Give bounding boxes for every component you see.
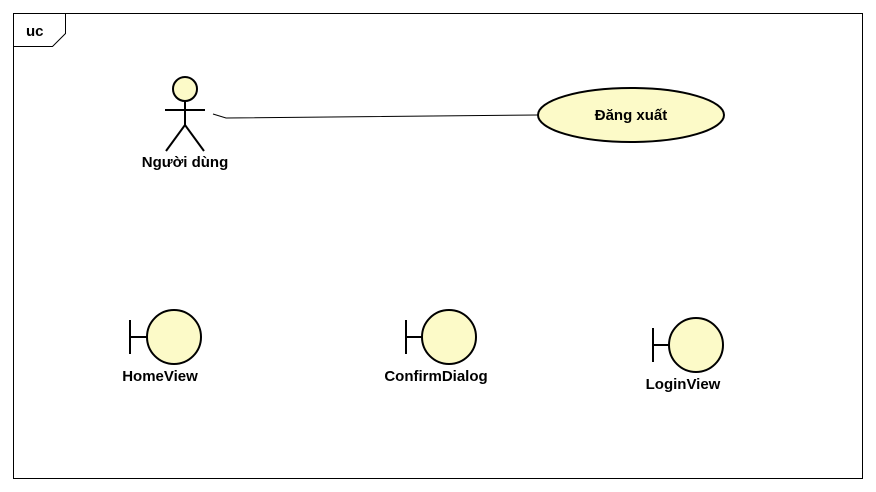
boundary-loginview[interactable]: LoginView — [646, 317, 724, 393]
boundary-label: ConfirmDialog — [384, 368, 487, 385]
diagram-frame — [13, 13, 863, 479]
actor-head — [172, 76, 198, 102]
use-case-ellipse — [537, 87, 725, 143]
boundary-confirmdialog[interactable]: ConfirmDialog — [384, 309, 488, 385]
boundary-homeview[interactable]: HomeView — [122, 309, 202, 385]
association-line[interactable] — [212, 113, 539, 119]
boundary-circle — [668, 317, 724, 373]
use-case-label: Đăng xuất — [595, 107, 668, 124]
use-case[interactable]: Đăng xuất — [537, 87, 725, 143]
frame-tab — [13, 13, 66, 47]
boundary-label: LoginView — [646, 376, 721, 393]
frame-label: uc — [26, 23, 44, 40]
actor-label: Người dùng — [142, 154, 229, 171]
boundary-circle — [421, 309, 477, 365]
boundary-circle — [146, 309, 202, 365]
actor-left-leg — [165, 124, 186, 152]
boundary-label: HomeView — [122, 368, 198, 385]
actor-right-leg — [184, 124, 205, 152]
actor[interactable]: Người dùng — [142, 76, 229, 171]
